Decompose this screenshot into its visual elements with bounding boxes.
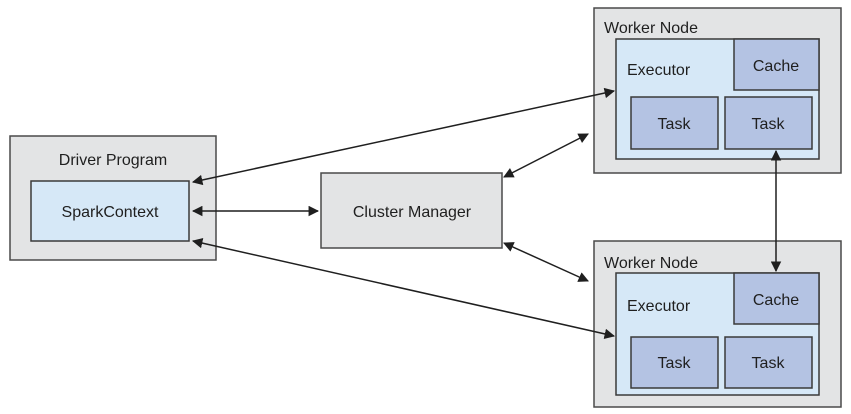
cache-2-box[interactable] xyxy=(733,272,820,325)
driver-program[interactable]: Driver Program SparkContext xyxy=(9,135,217,261)
task-1b-label: Task xyxy=(752,116,786,133)
spark-context-box[interactable] xyxy=(30,180,190,242)
arrow-driver-to-executor-2 xyxy=(191,237,616,340)
task-2a-label: Task xyxy=(658,355,692,372)
arrow-cluster-manager-to-worker-1 xyxy=(503,133,589,178)
task-1b-box[interactable] xyxy=(724,96,813,150)
driver-program-title: Driver Program xyxy=(59,152,167,169)
cluster-manager-label: Cluster Manager xyxy=(353,204,472,221)
task-1a-label: Task xyxy=(658,116,692,133)
task-1a-box[interactable] xyxy=(630,96,719,150)
connections xyxy=(191,87,782,340)
task-2a-box[interactable] xyxy=(630,336,719,389)
cache-2-label: Cache xyxy=(753,292,799,309)
arrow-cluster-manager-to-worker-2 xyxy=(503,242,589,282)
worker-node-2[interactable]: Worker Node Executor Cache Task Task xyxy=(593,240,842,408)
cache-1-box[interactable] xyxy=(733,38,820,91)
task-2b-box[interactable] xyxy=(724,336,813,389)
arrow-driver-to-executor-1 xyxy=(191,87,616,186)
worker-node-1-title: Worker Node xyxy=(604,20,698,37)
worker-node-2-title: Worker Node xyxy=(604,255,698,272)
executor-1-label: Executor xyxy=(627,62,691,79)
cluster-manager[interactable]: Cluster Manager xyxy=(320,172,503,249)
task-2b-label: Task xyxy=(752,355,786,372)
executor-2-label: Executor xyxy=(627,298,691,315)
worker-node-1[interactable]: Worker Node Executor Cache Task Task xyxy=(593,7,842,174)
cache-1-label: Cache xyxy=(753,58,799,75)
spark-context-label: SparkContext xyxy=(62,204,159,221)
